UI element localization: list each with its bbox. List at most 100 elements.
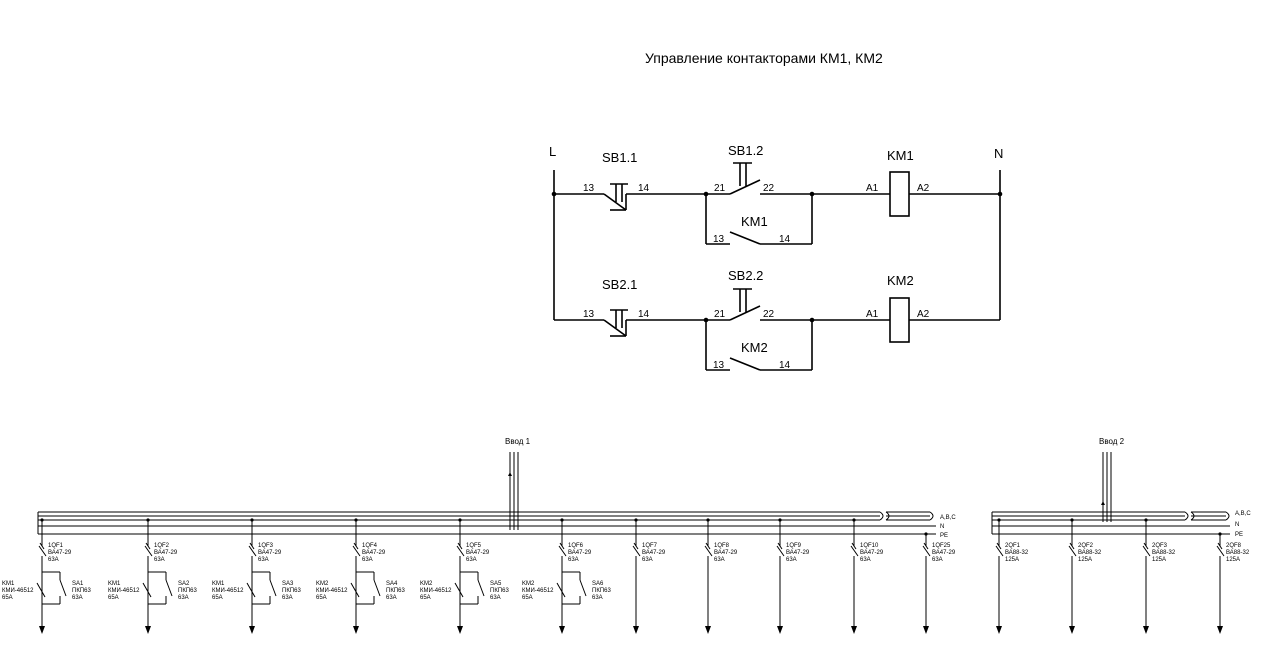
- switch-contact: [373, 579, 381, 597]
- breaker-id: 2QF2: [1078, 543, 1094, 549]
- input-2-label: Ввод 2: [1099, 437, 1125, 446]
- switch-rating: 63A: [386, 595, 397, 601]
- coil-km1: [889, 171, 910, 217]
- contactor-contact: [36, 582, 46, 598]
- breaker-contact: [558, 545, 567, 557]
- breaker-contact: [456, 545, 465, 557]
- outgoing-arrow: [996, 626, 1002, 634]
- coil-km2: [889, 297, 910, 343]
- breaker-type: ВА47-29: [860, 550, 884, 556]
- breaker-rating: 63A: [860, 557, 871, 563]
- contactor-type: КМИ-46512: [212, 588, 244, 594]
- breaker-contact: [922, 545, 931, 557]
- contactor-rating: 65A: [212, 595, 223, 601]
- breaker-rating: 125A: [1152, 557, 1166, 563]
- pushbutton-sb1-1: [603, 183, 628, 211]
- breaker-type: ВА47-29: [786, 550, 810, 556]
- contactor-contact: [556, 582, 566, 598]
- breaker-type: ВА47-29: [154, 550, 178, 556]
- contactor-rating: 65A: [420, 595, 431, 601]
- breaker-id: 1QF25: [932, 543, 951, 549]
- breaker-id: 2QF8: [1226, 543, 1242, 549]
- breaker-rating: 63A: [466, 557, 477, 563]
- bus2-label-abc: A,B,C: [1235, 511, 1251, 517]
- terminal-22: 22: [763, 183, 775, 194]
- switch-contact: [477, 579, 485, 597]
- coil-km2-label: KM2: [887, 273, 914, 288]
- switch-type: ПКП63: [386, 588, 405, 594]
- switch-type: ПКП63: [72, 588, 91, 594]
- contactor-type: КМИ-46512: [522, 588, 554, 594]
- breaker-id: 1QF3: [258, 543, 274, 549]
- diagram-title: Управление контакторами КМ1, КМ2: [645, 50, 883, 66]
- switch-rating: 63A: [282, 595, 293, 601]
- breaker-rating: 63A: [362, 557, 373, 563]
- terminal-14: 14: [779, 234, 791, 245]
- contactor-rating: 65A: [2, 595, 13, 601]
- contactor-id: KM2: [522, 581, 535, 587]
- terminal-a2: A2: [917, 309, 930, 320]
- contactor-type: КМИ-46512: [108, 588, 140, 594]
- breaker-id: 1QF9: [786, 543, 802, 549]
- contactor-rating: 65A: [316, 595, 327, 601]
- breaker-rating: 63A: [568, 557, 579, 563]
- breaker-contact: [352, 545, 361, 557]
- outgoing-arrow: [1143, 626, 1149, 634]
- breaker-rating: 125A: [1226, 557, 1240, 563]
- terminal-14: 14: [779, 360, 791, 371]
- pushbutton-sb1-2: [706, 162, 812, 195]
- contactor-type: КМИ-46512: [2, 588, 34, 594]
- breaker-rating: 63A: [154, 557, 165, 563]
- breaker-contact: [1216, 545, 1225, 557]
- terminal-13: 13: [713, 360, 725, 371]
- contactor-type: КМИ-46512: [316, 588, 348, 594]
- contactor-contact: [350, 582, 360, 598]
- switch-id: SA6: [592, 581, 604, 587]
- sb2-1-label: SB2.1: [602, 277, 637, 292]
- terminal-13: 13: [713, 234, 725, 245]
- terminal-21: 21: [714, 183, 726, 194]
- busbar-2: Ввод 2 A,B,C N PE 2QF1ВА88-32125A2QF2ВА8…: [991, 437, 1251, 634]
- breaker-type: ВА88-32: [1005, 550, 1029, 556]
- breaker-contact: [1068, 545, 1077, 557]
- outgoing-arrow: [777, 626, 783, 634]
- terminal-a1: A1: [866, 183, 879, 194]
- breaker-type: ВА47-29: [362, 550, 386, 556]
- coil-km1-label: KM1: [887, 148, 914, 163]
- switch-id: SA1: [72, 581, 84, 587]
- breaker-type: ВА88-32: [1226, 550, 1250, 556]
- outgoing-arrow: [705, 626, 711, 634]
- terminal-22: 22: [763, 309, 775, 320]
- switch-type: ПКП63: [282, 588, 301, 594]
- switch-rating: 63A: [178, 595, 189, 601]
- holding-contact-km1-label: KM1: [741, 214, 768, 229]
- contactor-rating: 65A: [108, 595, 119, 601]
- outgoing-arrow: [249, 626, 255, 634]
- terminal-14: 14: [638, 309, 650, 320]
- breaker-id: 1QF2: [154, 543, 170, 549]
- outgoing-arrow: [457, 626, 463, 634]
- breaker-type: ВА47-29: [642, 550, 666, 556]
- sb1-1-label: SB1.1: [602, 150, 637, 165]
- switch-id: SA2: [178, 581, 190, 587]
- bus2-label-pe: PE: [1235, 532, 1243, 538]
- terminal-13: 13: [583, 183, 595, 194]
- breaker-contact: [38, 545, 47, 557]
- sb1-2-label: SB1.2: [728, 143, 763, 158]
- contactor-contact: [246, 582, 256, 598]
- breaker-id: 1QF5: [466, 543, 482, 549]
- switch-type: ПКП63: [490, 588, 509, 594]
- switch-id: SA3: [282, 581, 294, 587]
